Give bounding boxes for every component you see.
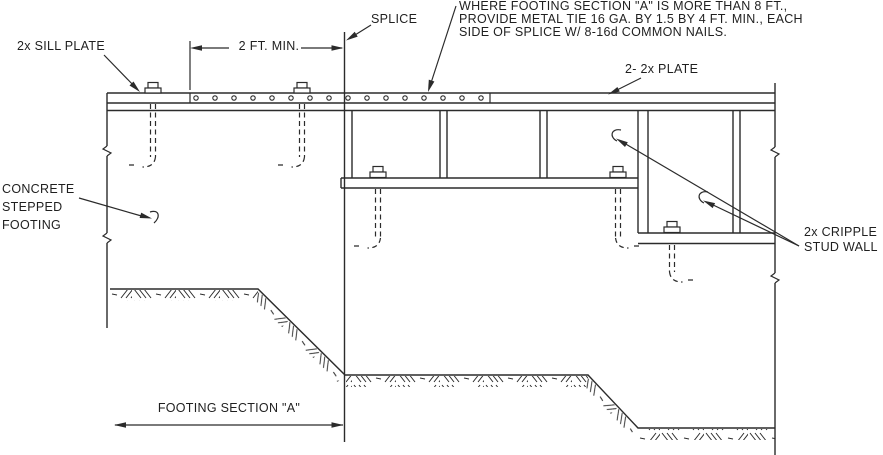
leader-tick xyxy=(611,129,622,142)
cripple-line-1: 2x CRIPPLE xyxy=(804,225,878,239)
leader-concrete-footing xyxy=(78,197,159,224)
leader-arrowhead xyxy=(608,87,620,95)
leader-cripple-wall-2 xyxy=(698,191,800,247)
earth-hatch xyxy=(639,429,775,440)
note-line-2: PROVIDE METAL TIE 16 GA. BY 1.5 BY 4 FT.… xyxy=(459,12,803,26)
metal-tie xyxy=(189,93,491,103)
middle-cripple-wall xyxy=(340,111,638,189)
label-footing-section-a: FOOTING SECTION "A" xyxy=(157,401,301,415)
label-splice: SPLICE xyxy=(371,12,418,26)
leader-splice xyxy=(346,24,372,41)
note-line-3: SIDE OF SPLICE W/ 8-16d COMMON NAILS. xyxy=(459,25,728,39)
left-wall-edge-line xyxy=(101,93,113,328)
leader-plate xyxy=(608,77,642,95)
leader-arrowhead xyxy=(139,212,152,219)
leader-sill-plate xyxy=(103,54,140,92)
break-symbol xyxy=(769,272,781,284)
right-cripple-wall xyxy=(637,111,775,245)
dimension-arrowhead xyxy=(190,45,202,51)
earth-hatch xyxy=(251,291,345,384)
break-symbol xyxy=(769,146,781,158)
earth-hatch xyxy=(346,376,588,387)
earth-hatch xyxy=(581,377,637,436)
nail-holes xyxy=(193,95,484,101)
concrete-line-3: FOOTING xyxy=(2,218,62,232)
concrete-line-2: STEPPED xyxy=(2,200,63,214)
label-dim-2ft-min: 2 FT. MIN. xyxy=(238,39,300,53)
dimension-arrowhead xyxy=(331,422,344,428)
leader-arrowhead xyxy=(346,31,358,41)
dimension-arrowhead xyxy=(114,422,126,428)
concrete-line-1: CONCRETE xyxy=(2,182,75,196)
dimension-footing-section-a xyxy=(114,422,344,428)
label-2-2x-plate: 2- 2x PLATE xyxy=(625,62,699,76)
right-wall-edge-line xyxy=(769,83,781,455)
label-sill-plate: 2x SILL PLATE xyxy=(17,39,105,53)
dimension-2ft-min xyxy=(189,41,344,90)
anchor-bolt xyxy=(277,81,311,168)
leader-tick xyxy=(149,210,159,224)
earth-hatch xyxy=(111,290,258,301)
leader-cripple-wall-1 xyxy=(611,129,800,247)
plate-band xyxy=(107,92,775,112)
anchor-bolt xyxy=(663,220,694,283)
anchor-bolt xyxy=(609,165,640,249)
anchor-bolt xyxy=(128,81,162,168)
note-line-1: WHERE FOOTING SECTION "A" IS MORE THAN 8… xyxy=(459,0,788,13)
dimension-arrowhead xyxy=(331,45,344,51)
leader-arrowhead xyxy=(428,79,435,92)
anchor-bolt xyxy=(353,165,387,249)
break-symbol xyxy=(101,145,113,157)
leader-arrowhead xyxy=(703,200,716,209)
break-symbol xyxy=(101,232,113,244)
leader-tick xyxy=(698,191,709,204)
ground-line xyxy=(110,288,775,440)
leader-note xyxy=(428,5,457,92)
leader-arrowhead xyxy=(129,81,140,92)
leader-arrowhead xyxy=(616,138,628,147)
cripple-line-2: STUD WALL xyxy=(804,240,878,254)
